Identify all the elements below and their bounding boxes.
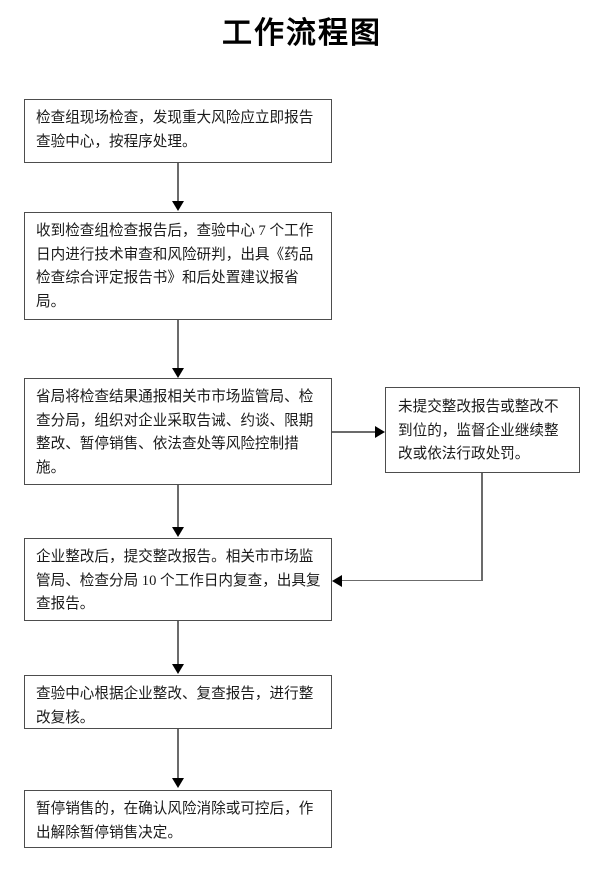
edge-node7-node4-hline <box>342 579 482 582</box>
edge-node1-node2-line <box>177 163 179 203</box>
edge-node3-node4-arrowhead <box>172 527 184 537</box>
edge-node4-node5-arrowhead <box>172 664 184 674</box>
edge-node3-node7-arrowhead <box>375 426 385 438</box>
edge-node3-node4-line <box>177 485 179 529</box>
technical-review-node[interactable]: 收到检查组检查报告后，查验中心 7 个工作日内进行技术审查和风险研判，出具《药品… <box>24 212 332 320</box>
edge-node5-node6-arrowhead <box>172 778 184 788</box>
edge-node1-node2-arrowhead <box>172 201 184 211</box>
rectification-verification-node[interactable]: 查验中心根据企业整改、复查报告，进行整改复核。 <box>24 675 332 729</box>
edge-node3-node7-line <box>332 431 378 433</box>
lift-sales-suspension-node[interactable]: 暂停销售的，在确认风险消除或可控后，作出解除暂停销售决定。 <box>24 790 332 848</box>
enterprise-rectification-node[interactable]: 企业整改后，提交整改报告。相关市市场监管局、检查分局 10 个工作日内复查，出具… <box>24 538 332 621</box>
edge-node2-node3-line <box>177 320 179 370</box>
onsite-inspection-node[interactable]: 检查组现场检查，发现重大风险应立即报告查验中心，按程序处理。 <box>24 99 332 163</box>
risk-control-measures-node[interactable]: 省局将检查结果通报相关市市场监管局、检查分局，组织对企业采取告诫、约谈、限期整改… <box>24 378 332 485</box>
edge-node4-node5-line <box>177 621 179 666</box>
edge-node7-node4-arrowhead <box>332 575 342 587</box>
non-compliance-penalty-node[interactable]: 未提交整改报告或整改不到位的，监督企业继续整改或依法行政处罚。 <box>385 387 580 473</box>
edge-node5-node6-line <box>177 729 179 780</box>
page-title: 工作流程图 <box>222 17 382 50</box>
edge-node7-node4-vline <box>481 473 483 581</box>
edge-node2-node3-arrowhead <box>172 368 184 378</box>
